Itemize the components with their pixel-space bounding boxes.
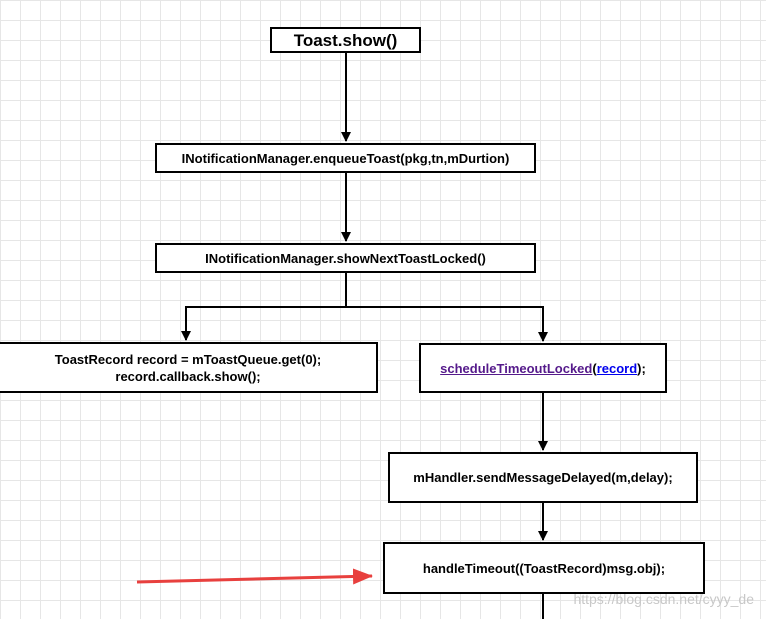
node-send-message-delayed-label: mHandler.sendMessageDelayed(m,delay); [413, 470, 673, 485]
node-toast-show-label: Toast.show() [293, 30, 398, 50]
node-handle-timeout-label: handleTimeout((ToastRecord)msg.obj); [422, 560, 666, 576]
schedule-paren-close: ); [637, 360, 646, 376]
node-handle-timeout: handleTimeout((ToastRecord)msg.obj); [383, 542, 705, 594]
schedule-paren-open: ( [592, 360, 597, 376]
node-enqueue-toast-label: INotificationManager.enqueueToast(pkg,tn… [181, 150, 510, 166]
node-toast-record: ToastRecord record = mToastQueue.get(0);… [0, 342, 378, 393]
red-highlight-arrow [136, 568, 373, 585]
node-toast-record-line1: ToastRecord record = mToastQueue.get(0); [54, 351, 322, 367]
node-show-next-toast-label: INotificationManager.showNextToastLocked… [205, 250, 486, 266]
node-schedule-timeout: scheduleTimeoutLocked(record); [419, 343, 667, 393]
node-enqueue-toast: INotificationManager.enqueueToast(pkg,tn… [155, 143, 536, 173]
node-toast-record-line2: record.callback.show(); [115, 368, 261, 384]
node-show-next-toast: INotificationManager.showNextToastLocked… [155, 243, 536, 273]
node-toast-show: Toast.show() [270, 27, 421, 53]
branch-connector [181, 273, 347, 341]
node-send-message-delayed: mHandler.sendMessageDelayed(m,delay); [388, 452, 698, 503]
branch-connector-right [346, 306, 548, 342]
schedule-timeout-link[interactable]: scheduleTimeoutLocked [440, 360, 593, 376]
record-link[interactable]: record [596, 360, 638, 376]
watermark-text: https://blog.csdn.net/cyyy_de [573, 591, 754, 607]
